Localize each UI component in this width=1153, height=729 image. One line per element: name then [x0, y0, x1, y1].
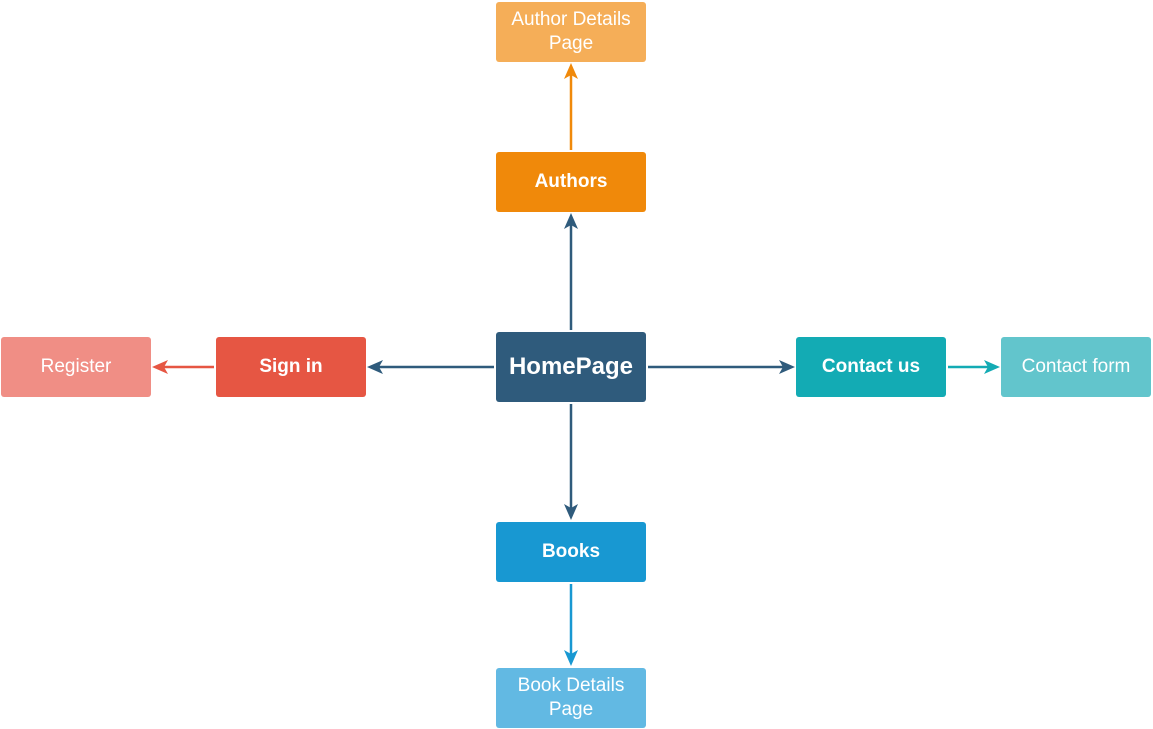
node-homepage-label: HomePage [508, 353, 634, 380]
node-contact-form[interactable]: Contact form [1001, 337, 1151, 397]
edge-sign-in-register [152, 360, 214, 374]
node-sign-in[interactable]: Sign in [216, 337, 366, 397]
node-book-details-page-label: Book Details Page [517, 675, 625, 720]
node-books-label: Books [541, 541, 601, 562]
edge-home-contact-us [648, 360, 795, 374]
node-register-label: Register [40, 356, 112, 377]
node-books[interactable]: Books [496, 522, 646, 582]
edge-books-book-details [564, 584, 578, 666]
node-sign-in-label: Sign in [259, 356, 323, 377]
edge-home-books [564, 404, 578, 520]
edge-home-sign-in [367, 360, 494, 374]
node-author-details-page-label: Author Details Page [511, 9, 631, 54]
node-book-details-page[interactable]: Book Details Page [496, 668, 646, 728]
node-contact-form-label: Contact form [1021, 356, 1131, 377]
node-contact-us-label: Contact us [821, 356, 921, 377]
node-contact-us[interactable]: Contact us [796, 337, 946, 397]
edge-authors-author-details [564, 63, 578, 150]
node-authors-label: Authors [534, 171, 608, 192]
node-homepage[interactable]: HomePage [496, 332, 646, 402]
node-author-details-page[interactable]: Author Details Page [496, 2, 646, 62]
edge-home-authors [564, 213, 578, 330]
node-authors[interactable]: Authors [496, 152, 646, 212]
node-register[interactable]: Register [1, 337, 151, 397]
edge-contact-us-contact-form [948, 360, 1000, 374]
